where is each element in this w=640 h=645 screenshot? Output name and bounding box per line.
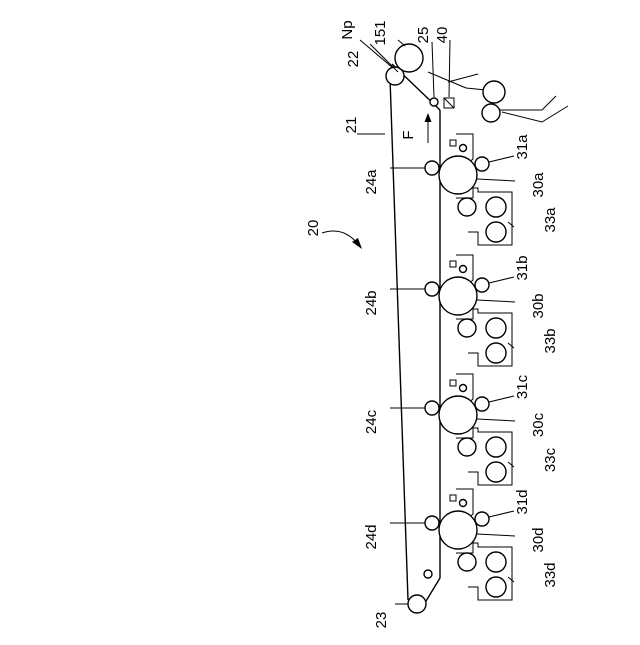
label-drum-b: 30b xyxy=(530,293,547,318)
charger-roller-b xyxy=(460,266,467,273)
supply-roller-a xyxy=(486,197,506,217)
label-developer-a: 33a xyxy=(542,207,559,233)
sensor-40 xyxy=(444,98,454,108)
agitator-d xyxy=(486,577,506,597)
supply-roller-c xyxy=(486,437,506,457)
secondary-roller-151 xyxy=(395,44,423,72)
label-transfer-roller-a: 24a xyxy=(363,169,380,195)
transfer-roller-c xyxy=(425,401,439,415)
label-25: 25 xyxy=(415,27,432,44)
charger-roller-c xyxy=(460,385,467,392)
drum-a xyxy=(439,156,477,194)
label-drum-a: 30a xyxy=(530,172,547,198)
label-transfer-roller-d: 24d xyxy=(363,524,380,549)
label-charger-a: 31a xyxy=(514,134,531,160)
label-22: 22 xyxy=(345,51,362,68)
supply-roller-d xyxy=(486,552,506,572)
label-transfer-roller-c: 24c xyxy=(363,409,380,434)
charger-roller-a xyxy=(460,145,467,152)
label-151: 151 xyxy=(372,20,389,45)
charging-roller-d xyxy=(475,512,489,526)
charger-b xyxy=(450,261,456,267)
tension-roller-23 xyxy=(408,595,426,613)
label-charger-b: 31b xyxy=(514,255,531,280)
station-b xyxy=(390,255,515,366)
label-drum-c: 30c xyxy=(530,412,547,437)
label-nip: Np xyxy=(339,20,356,39)
label-20: 20 xyxy=(305,220,322,237)
label-charger-c: 31c xyxy=(514,374,531,399)
developing-roller-d xyxy=(458,553,476,571)
registration-roller-upper xyxy=(483,81,505,103)
label-charger-d: 31d xyxy=(514,489,531,514)
label-direction-f: F xyxy=(400,130,417,139)
label-developer-c: 33c xyxy=(542,447,559,472)
registration-roller-lower xyxy=(482,104,500,122)
image-stations: 24a 31a 30a 33a 24b 31b 30b 33b 24c 31c 30c 33c 24d 3… xyxy=(363,134,559,600)
charging-roller-a xyxy=(475,157,489,171)
label-21: 21 xyxy=(343,117,360,134)
transfer-roller-a xyxy=(425,161,439,175)
station-a xyxy=(390,134,515,245)
drum-b xyxy=(439,277,477,315)
station-c xyxy=(390,374,515,485)
idler-roller xyxy=(424,570,432,578)
label-40: 40 xyxy=(434,27,451,44)
label-developer-b: 33b xyxy=(542,328,559,353)
agitator-b xyxy=(486,343,506,363)
developing-roller-c xyxy=(458,438,476,456)
developing-roller-b xyxy=(458,319,476,337)
label-developer-d: 33d xyxy=(542,562,559,587)
transfer-roller-d xyxy=(425,516,439,530)
supply-roller-b xyxy=(486,318,506,338)
developing-roller-a xyxy=(458,198,476,216)
agitator-a xyxy=(486,222,506,242)
label-transfer-roller-b: 24b xyxy=(363,290,380,315)
agitator-c xyxy=(486,462,506,482)
charger-roller-d xyxy=(460,500,467,507)
label-23: 23 xyxy=(373,612,390,629)
cleaner-roller-25 xyxy=(430,98,438,106)
drum-c xyxy=(439,396,477,434)
charger-a xyxy=(450,140,456,146)
transfer-roller-b xyxy=(425,282,439,296)
charging-roller-c xyxy=(475,397,489,411)
station-d xyxy=(390,489,515,600)
direction-arrow xyxy=(425,113,432,143)
charger-d xyxy=(450,495,456,501)
label-drum-d: 30d xyxy=(530,527,547,552)
charging-roller-b xyxy=(475,278,489,292)
charger-c xyxy=(450,380,456,386)
drum-d xyxy=(439,511,477,549)
